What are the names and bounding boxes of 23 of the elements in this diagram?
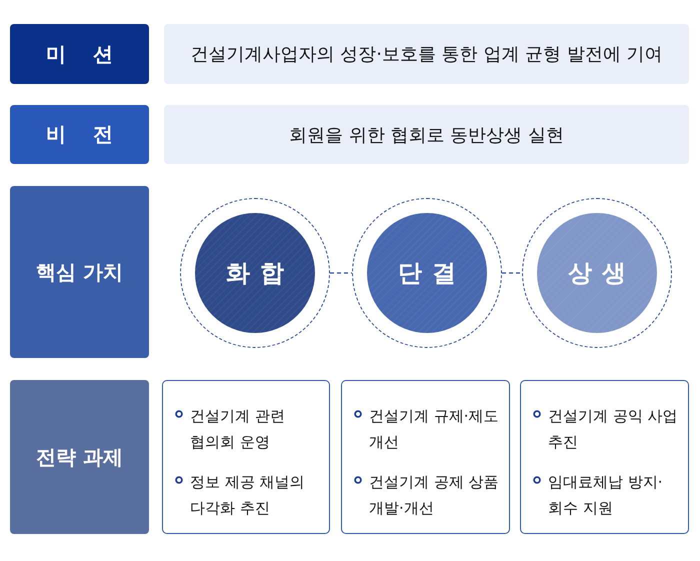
value-label: 화 합	[226, 258, 284, 289]
task-card	[520, 380, 689, 534]
value-label: 단 결	[398, 258, 456, 289]
statement-panel: 회원을 위한 협회로 동반상생 실현	[164, 105, 689, 164]
task-text: 건설기계 공제 상품 개발·개선	[369, 472, 500, 519]
dashed-ring	[180, 198, 330, 348]
section-label: 전략 과제	[10, 380, 149, 534]
task-text: 건설기계 관련 협의회 운영	[190, 406, 286, 453]
dashed-ring	[352, 198, 502, 348]
task-text: 임대료체납 방지· 회수 지원	[548, 472, 664, 519]
task-text: 정보 제공 채널의 다각화 추진	[190, 472, 306, 519]
section-label: 비 전	[10, 105, 149, 164]
task-card	[341, 380, 510, 534]
connector-line	[330, 272, 352, 274]
value-label: 상 생	[568, 258, 626, 289]
statement-panel: 건설기계사업자의 성장·보호를 통한 업계 균형 발전에 기여	[164, 24, 689, 84]
task-text: 건설기계 공익 사업 추진	[548, 406, 679, 453]
connector-line	[502, 272, 522, 274]
section-label: 핵심 가치	[10, 186, 149, 358]
task-text: 건설기계 규제·제도 개선	[369, 406, 500, 453]
dashed-ring	[522, 198, 672, 348]
section-label: 미 션	[10, 24, 149, 84]
task-card	[162, 380, 330, 534]
